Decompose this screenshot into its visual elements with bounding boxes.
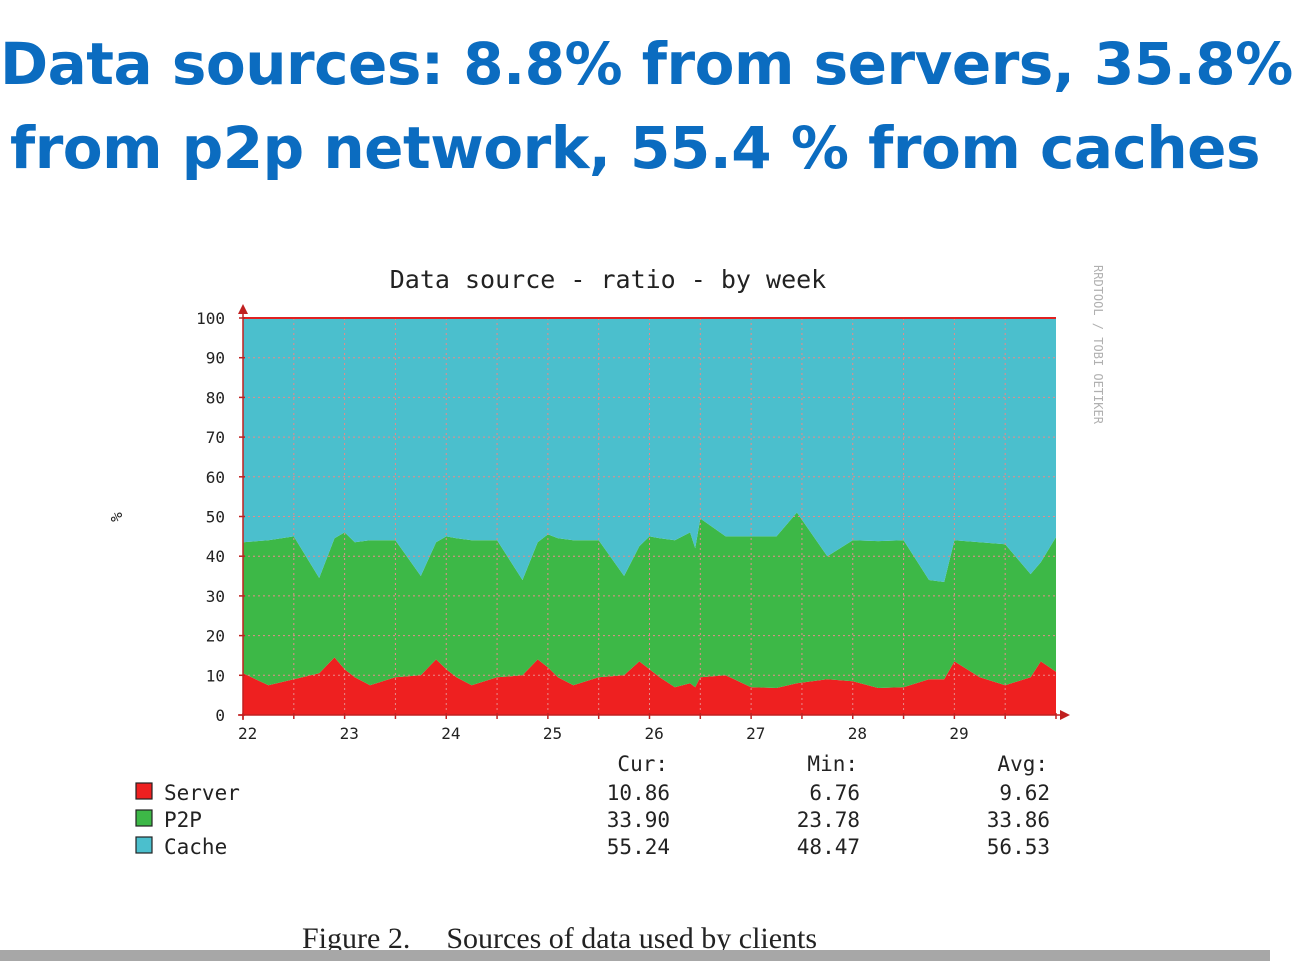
slide-title-line-2: from p2p network, 55.4 % from caches <box>9 114 1261 182</box>
y-tick-label: 10 <box>206 666 225 685</box>
legend-cur-value: 33.90 <box>607 808 670 832</box>
legend-series-name: Cache <box>164 835 227 859</box>
legend-header: Avg: <box>997 752 1048 776</box>
slide-title: Data sources: 8.8% from servers, 35.8% f… <box>0 22 1293 190</box>
y-tick-label: 20 <box>206 627 225 646</box>
figure-caption-label: Figure 2. <box>302 922 411 955</box>
y-tick-label: 100 <box>196 309 225 328</box>
legend-min-value: 23.78 <box>797 808 860 832</box>
legend-cur-value: 10.86 <box>607 781 670 805</box>
legend-min-value: 48.47 <box>797 835 860 859</box>
y-tick-label: 40 <box>206 547 225 566</box>
legend-min-value: 6.76 <box>809 781 860 805</box>
y-tick-label: 80 <box>206 388 225 407</box>
legend-avg-value: 9.62 <box>999 781 1050 805</box>
legend-header: Cur: <box>617 752 668 776</box>
legend-swatch-p2p <box>135 809 153 827</box>
plot-axes <box>238 304 1070 720</box>
x-tick-label: 24 <box>441 724 460 743</box>
y-tick-label: 50 <box>206 508 225 527</box>
area-server <box>243 657 1056 715</box>
legend-series-name: Server <box>164 781 240 805</box>
plot-grid <box>243 317 1056 715</box>
figure-caption-text: Sources of data used by clients <box>446 922 818 955</box>
x-axis-arrow <box>1060 710 1070 720</box>
tick-labels: 0 10 20 30 40 50 60 70 80 90 100 22 23 24 25 26 27 28 29 <box>196 309 969 743</box>
legend-swatch-cache <box>135 836 153 854</box>
legend-series-name: P2P <box>164 808 202 832</box>
y-tick-label: 70 <box>206 428 225 447</box>
x-tick-label: 23 <box>340 724 359 743</box>
legend-swatch-server <box>135 782 153 800</box>
y-axis-arrow <box>238 304 248 314</box>
chart-title: Data source - ratio - by week <box>390 265 827 294</box>
data-source-chart: Data source - ratio - by week % RRDTOOL … <box>107 265 1105 859</box>
x-tick-label: 28 <box>848 724 867 743</box>
x-tick-label: 29 <box>949 724 968 743</box>
rrdtool-watermark: RRDTOOL / TOBI OETIKER <box>1091 265 1105 425</box>
legend-header: Min: <box>807 752 858 776</box>
y-tick-label: 30 <box>206 587 225 606</box>
y-tick-label: 90 <box>206 349 225 368</box>
legend-avg-value: 56.53 <box>987 835 1050 859</box>
x-tick-label: 25 <box>543 724 562 743</box>
x-tick-label: 22 <box>238 724 257 743</box>
legend-cur-value: 55.24 <box>607 835 670 859</box>
y-axis-label: % <box>107 512 126 522</box>
x-tick-label: 27 <box>746 724 765 743</box>
bottom-scroll-bar <box>0 950 1270 961</box>
y-tick-label: 0 <box>215 706 225 725</box>
legend-avg-value: 33.86 <box>987 808 1050 832</box>
x-tick-label: 26 <box>645 724 664 743</box>
y-tick-label: 60 <box>206 468 225 487</box>
figure-caption: Figure 2. Sources of data used by clients <box>302 922 817 956</box>
slide-title-line-1: Data sources: 8.8% from servers, 35.8% <box>0 30 1293 98</box>
